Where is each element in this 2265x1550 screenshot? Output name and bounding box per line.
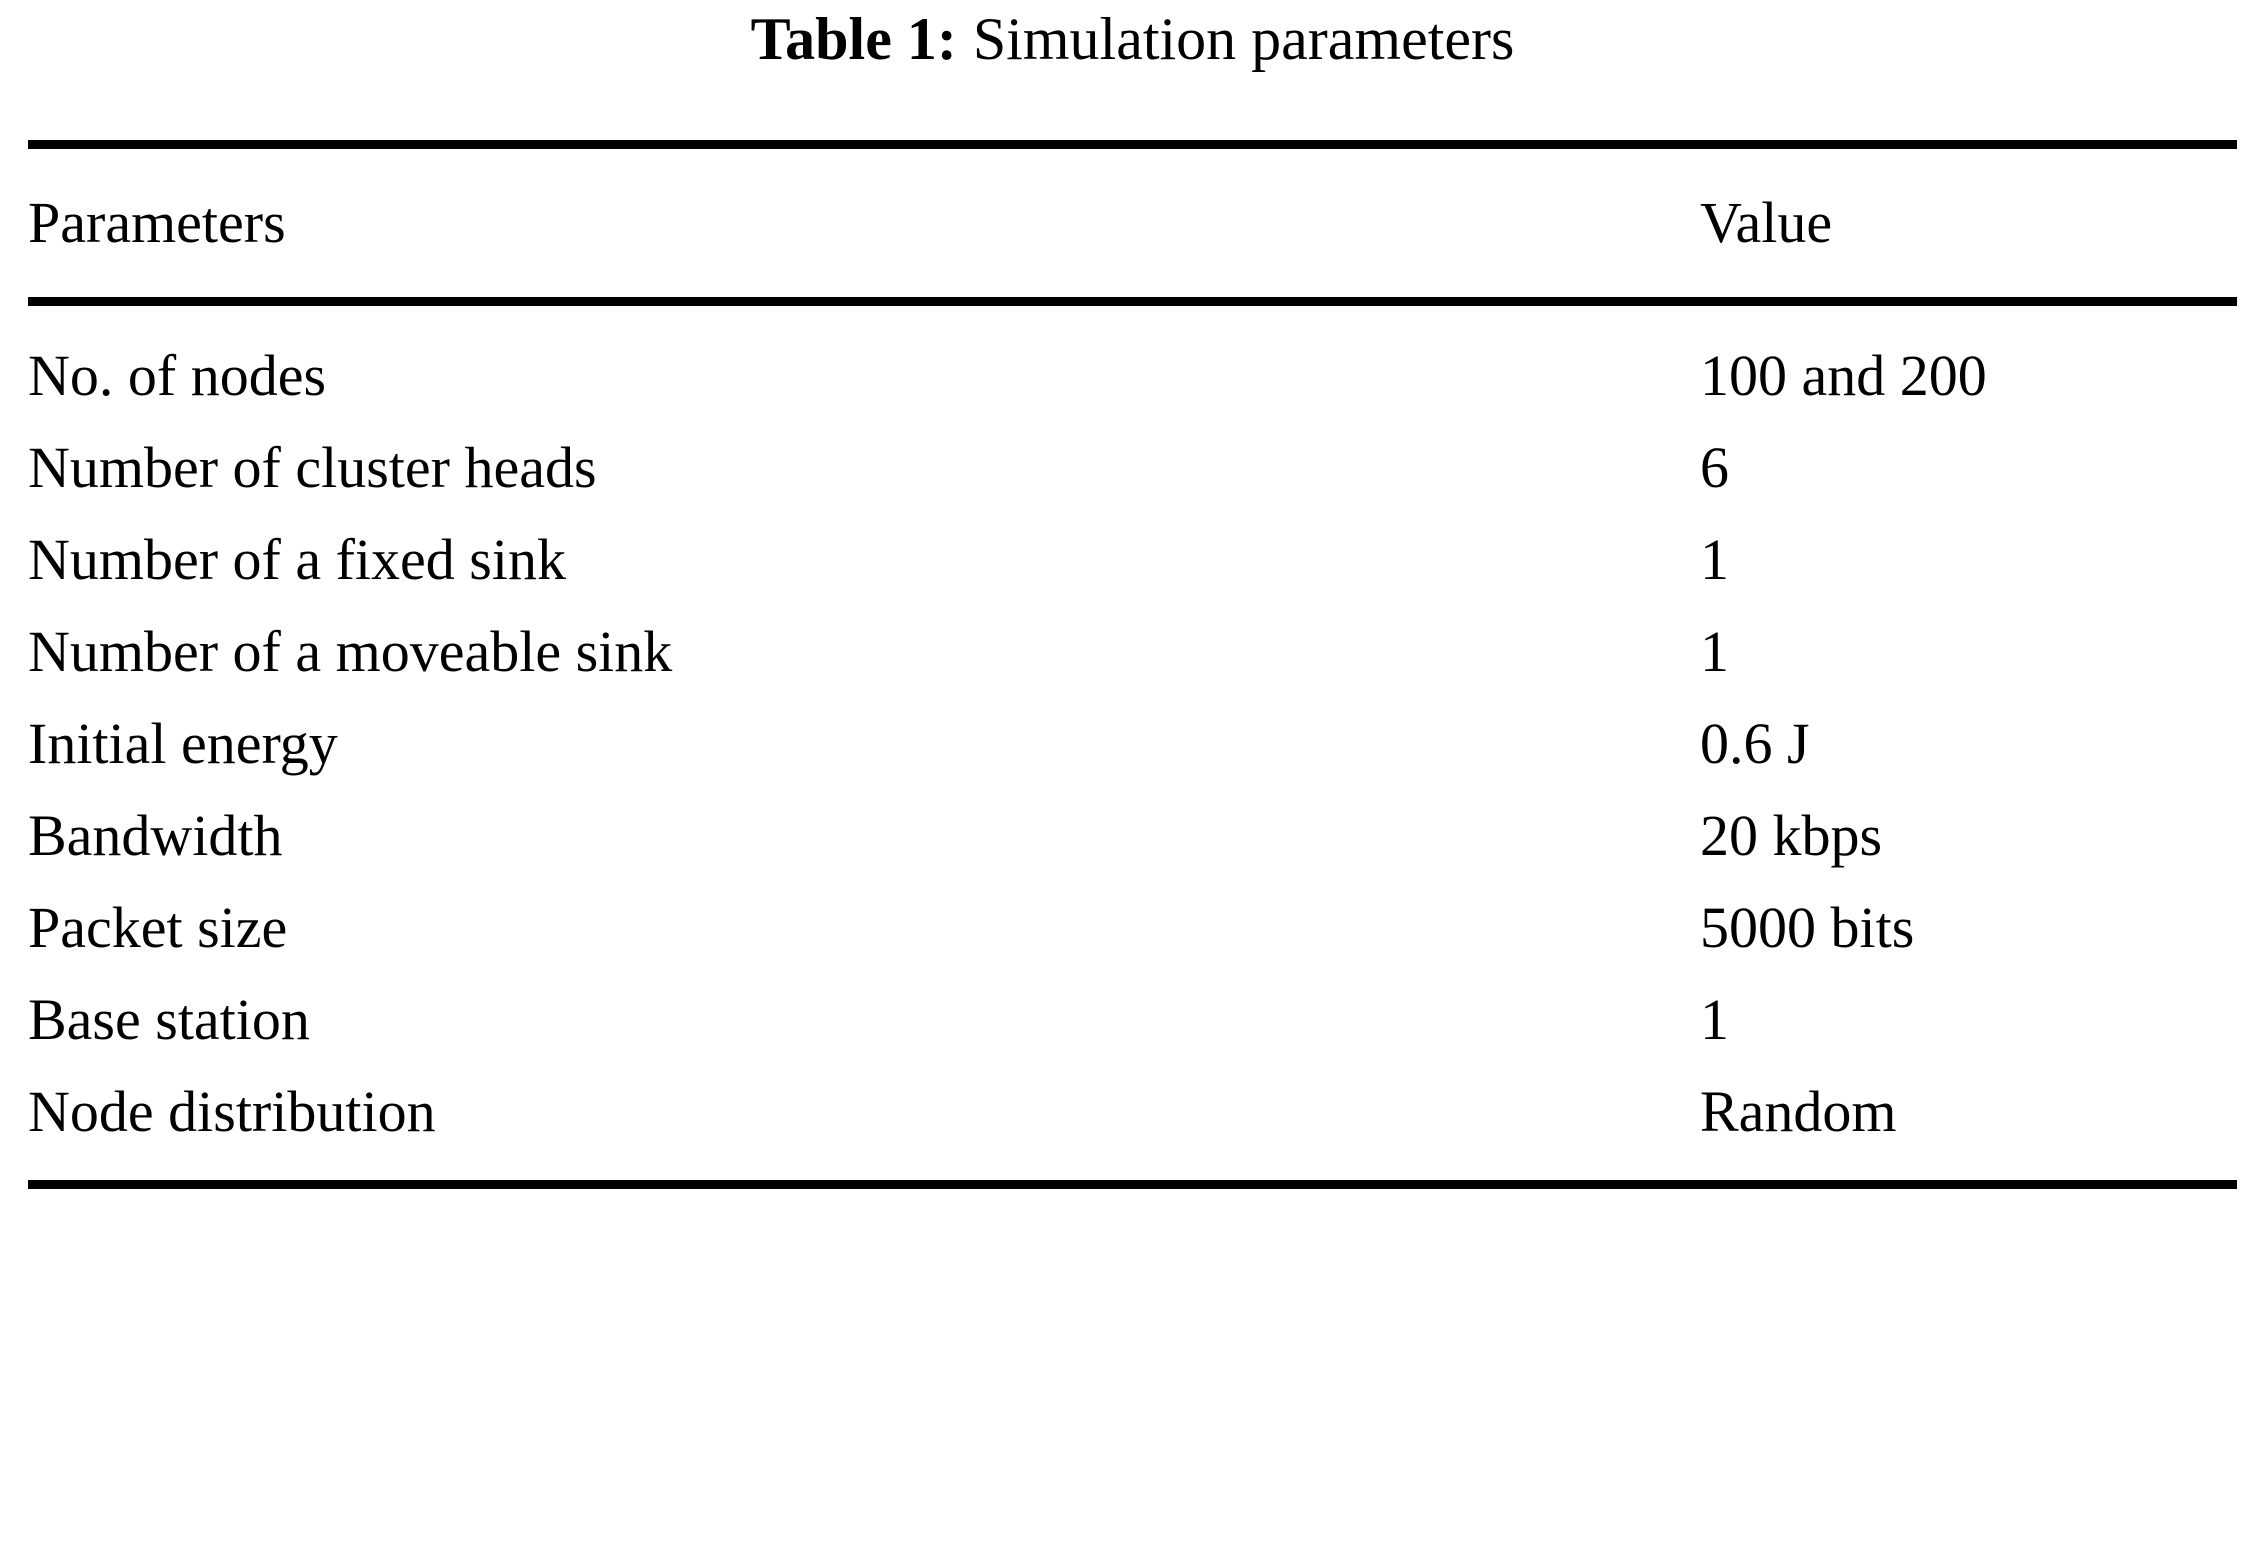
row-value: 1 <box>1700 527 1729 592</box>
simulation-parameters-body: No. of nodes 100 and 200 Number of clust… <box>28 306 2237 1180</box>
column-header-value: Value <box>1700 190 1833 255</box>
row-value: 5000 bits <box>1700 895 1915 960</box>
simulation-parameters-table: Parameters Value <box>28 149 2237 297</box>
table-header-rule <box>28 297 2237 306</box>
row-value: 20 kbps <box>1700 803 1883 868</box>
row-parameter-label: Number of a moveable sink <box>28 619 673 684</box>
table-row: Number of cluster heads 6 <box>28 422 2237 514</box>
table-row: Initial energy 0.6 J <box>28 698 2237 790</box>
row-parameter-label: Number of a fixed sink <box>28 527 566 592</box>
column-header-parameters: Parameters <box>28 190 286 255</box>
row-parameter-label: Packet size <box>28 895 288 960</box>
row-parameter-label: Initial energy <box>28 711 338 776</box>
table-row: Bandwidth 20 kbps <box>28 790 2237 882</box>
table-bottom-rule <box>28 1180 2237 1189</box>
table-top-rule <box>28 140 2237 149</box>
row-parameter-label: Number of cluster heads <box>28 435 597 500</box>
table-row: Number of a fixed sink 1 <box>28 514 2237 606</box>
row-parameter-label: No. of nodes <box>28 343 327 408</box>
table-caption-label: Table 1: <box>750 6 957 72</box>
row-value: Random <box>1700 1079 1897 1144</box>
row-value: 6 <box>1700 435 1729 500</box>
table-row: Base station 1 <box>28 974 2237 1066</box>
row-value: 100 and 200 <box>1700 343 1987 408</box>
row-value: 1 <box>1700 987 1729 1052</box>
table-caption: Table 1:Simulation parameters <box>28 0 2237 74</box>
row-parameter-label: Base station <box>28 987 310 1052</box>
table-header-row: Parameters Value <box>28 149 2237 297</box>
table-row: No. of nodes 100 and 200 <box>28 306 2237 422</box>
row-value: 1 <box>1700 619 1729 684</box>
row-value: 0.6 J <box>1700 711 1810 776</box>
table-caption-text: Simulation parameters <box>972 6 1515 72</box>
table-row: Packet size 5000 bits <box>28 882 2237 974</box>
row-parameter-label: Bandwidth <box>28 803 283 868</box>
table-row: Node distribution Random <box>28 1066 2237 1180</box>
row-parameter-label: Node distribution <box>28 1079 436 1144</box>
table-row: Number of a moveable sink 1 <box>28 606 2237 698</box>
